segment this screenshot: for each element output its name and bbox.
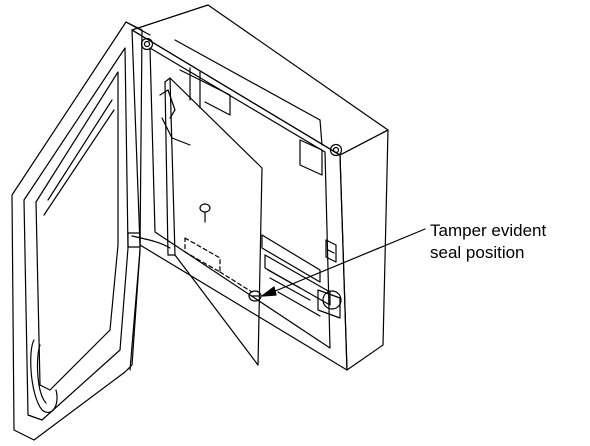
inner-components: [179, 67, 342, 319]
front-door: [11, 21, 151, 441]
enclosure-housing: [131, 4, 389, 371]
callout-leader: [261, 228, 426, 297]
callout-line-1: Tamper evident: [430, 221, 547, 240]
callout-line-2: seal position: [430, 243, 525, 262]
inner-hinged-panel: [127, 77, 263, 366]
tamper-seal-callout: Tamper evident seal position: [430, 220, 546, 264]
